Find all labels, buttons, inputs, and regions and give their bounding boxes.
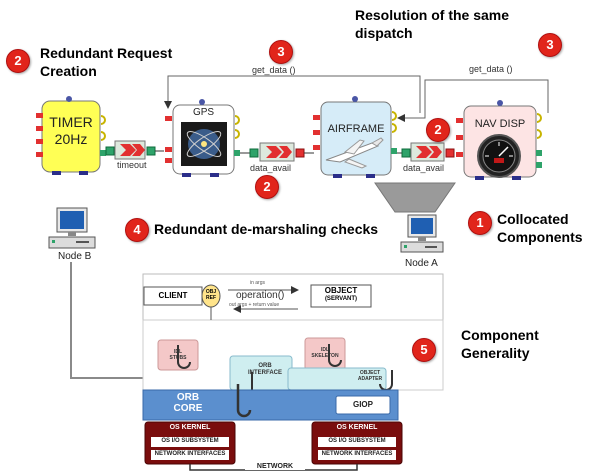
- os-kernel-label-1: OS KERNEL: [169, 424, 211, 431]
- get-data-label-1: get_data (): [252, 65, 296, 75]
- gps-label: GPS: [192, 107, 215, 118]
- os-io-label-2: OS I/O SUBSYSTEM: [328, 438, 386, 444]
- os-io-label-1: OS I/O SUBSYSTEM: [161, 438, 219, 444]
- collocation-funnel: [374, 182, 456, 213]
- network-label: NETWORK: [245, 463, 305, 470]
- airframe-label: AIRFRAME: [327, 123, 385, 135]
- giop-label: GIOP: [352, 400, 373, 409]
- badge-generality: 5: [412, 338, 436, 362]
- badge-3-right: 3: [538, 33, 562, 57]
- timer-component: [36, 96, 106, 175]
- data-avail-label-1: data_avail: [250, 163, 292, 173]
- badge-2-mid-right: 2: [426, 118, 450, 142]
- data-avail-connector-2: [397, 142, 455, 162]
- timer-label: TIMER 20Hz: [49, 114, 93, 147]
- client-label: CLIENT: [158, 291, 188, 300]
- obj-ref-label: OBJ REF: [205, 289, 217, 301]
- node-a-computer-icon: [400, 214, 444, 253]
- gps-component: [165, 99, 240, 177]
- badge-3-left: 3: [269, 40, 293, 64]
- get-data-label-2: get_data (): [469, 64, 513, 74]
- collocated-label: Collocated Components: [497, 211, 583, 245]
- data-avail-connector-1: [240, 142, 314, 162]
- demarshaling-label: Redundant de-marshaling checks: [154, 221, 379, 237]
- node-b-label: Node B: [58, 251, 92, 262]
- nav-disp-label: NAV DISP: [474, 118, 526, 130]
- net-if-label-2: NETWORK INTERFACES: [321, 451, 393, 457]
- in-args-label: in args: [250, 280, 266, 286]
- nav-disp-component: [456, 100, 542, 180]
- node-a-label: Node A: [405, 258, 438, 269]
- node-b-link: [70, 262, 145, 379]
- operation-label: operation(): [236, 290, 285, 301]
- get-data-line-1: [164, 75, 421, 113]
- airframe-component: [313, 96, 397, 178]
- idl-skeleton-label: IDL SKELETON: [311, 347, 339, 359]
- orb-architecture: [142, 273, 444, 471]
- servant-label: (SERVANT): [324, 296, 358, 302]
- object-adapter-label: OBJECT ADAPTER: [357, 370, 383, 382]
- object-label: OBJECT: [324, 286, 358, 295]
- get-data-line-2: [397, 79, 549, 122]
- badge-demarshaling: 4: [125, 218, 149, 242]
- orb-core-label: ORB CORE: [173, 392, 203, 414]
- resolution-label: Resolution of the same dispatch: [355, 7, 510, 41]
- timeout-connector: [105, 140, 164, 160]
- badge-redundant-request: 2: [6, 49, 30, 73]
- idl-stubs-label: IDL STUBS: [169, 349, 187, 361]
- redundant-request-label: Redundant Request Creation: [40, 45, 173, 79]
- node-b-computer-icon: [48, 207, 96, 249]
- generality-label: Component Generality: [461, 327, 539, 361]
- out-args-label: out args + return value: [229, 302, 280, 308]
- badge-collocated: 1: [468, 211, 492, 235]
- badge-2-mid-left: 2: [255, 175, 279, 199]
- os-kernel-label-2: OS KERNEL: [336, 424, 378, 431]
- data-avail-label-2: data_avail: [403, 163, 445, 173]
- net-if-label-1: NETWORK INTERFACES: [154, 451, 226, 457]
- orb-interface-label: ORB INTERFACE: [247, 363, 282, 376]
- timeout-label: timeout: [117, 160, 147, 170]
